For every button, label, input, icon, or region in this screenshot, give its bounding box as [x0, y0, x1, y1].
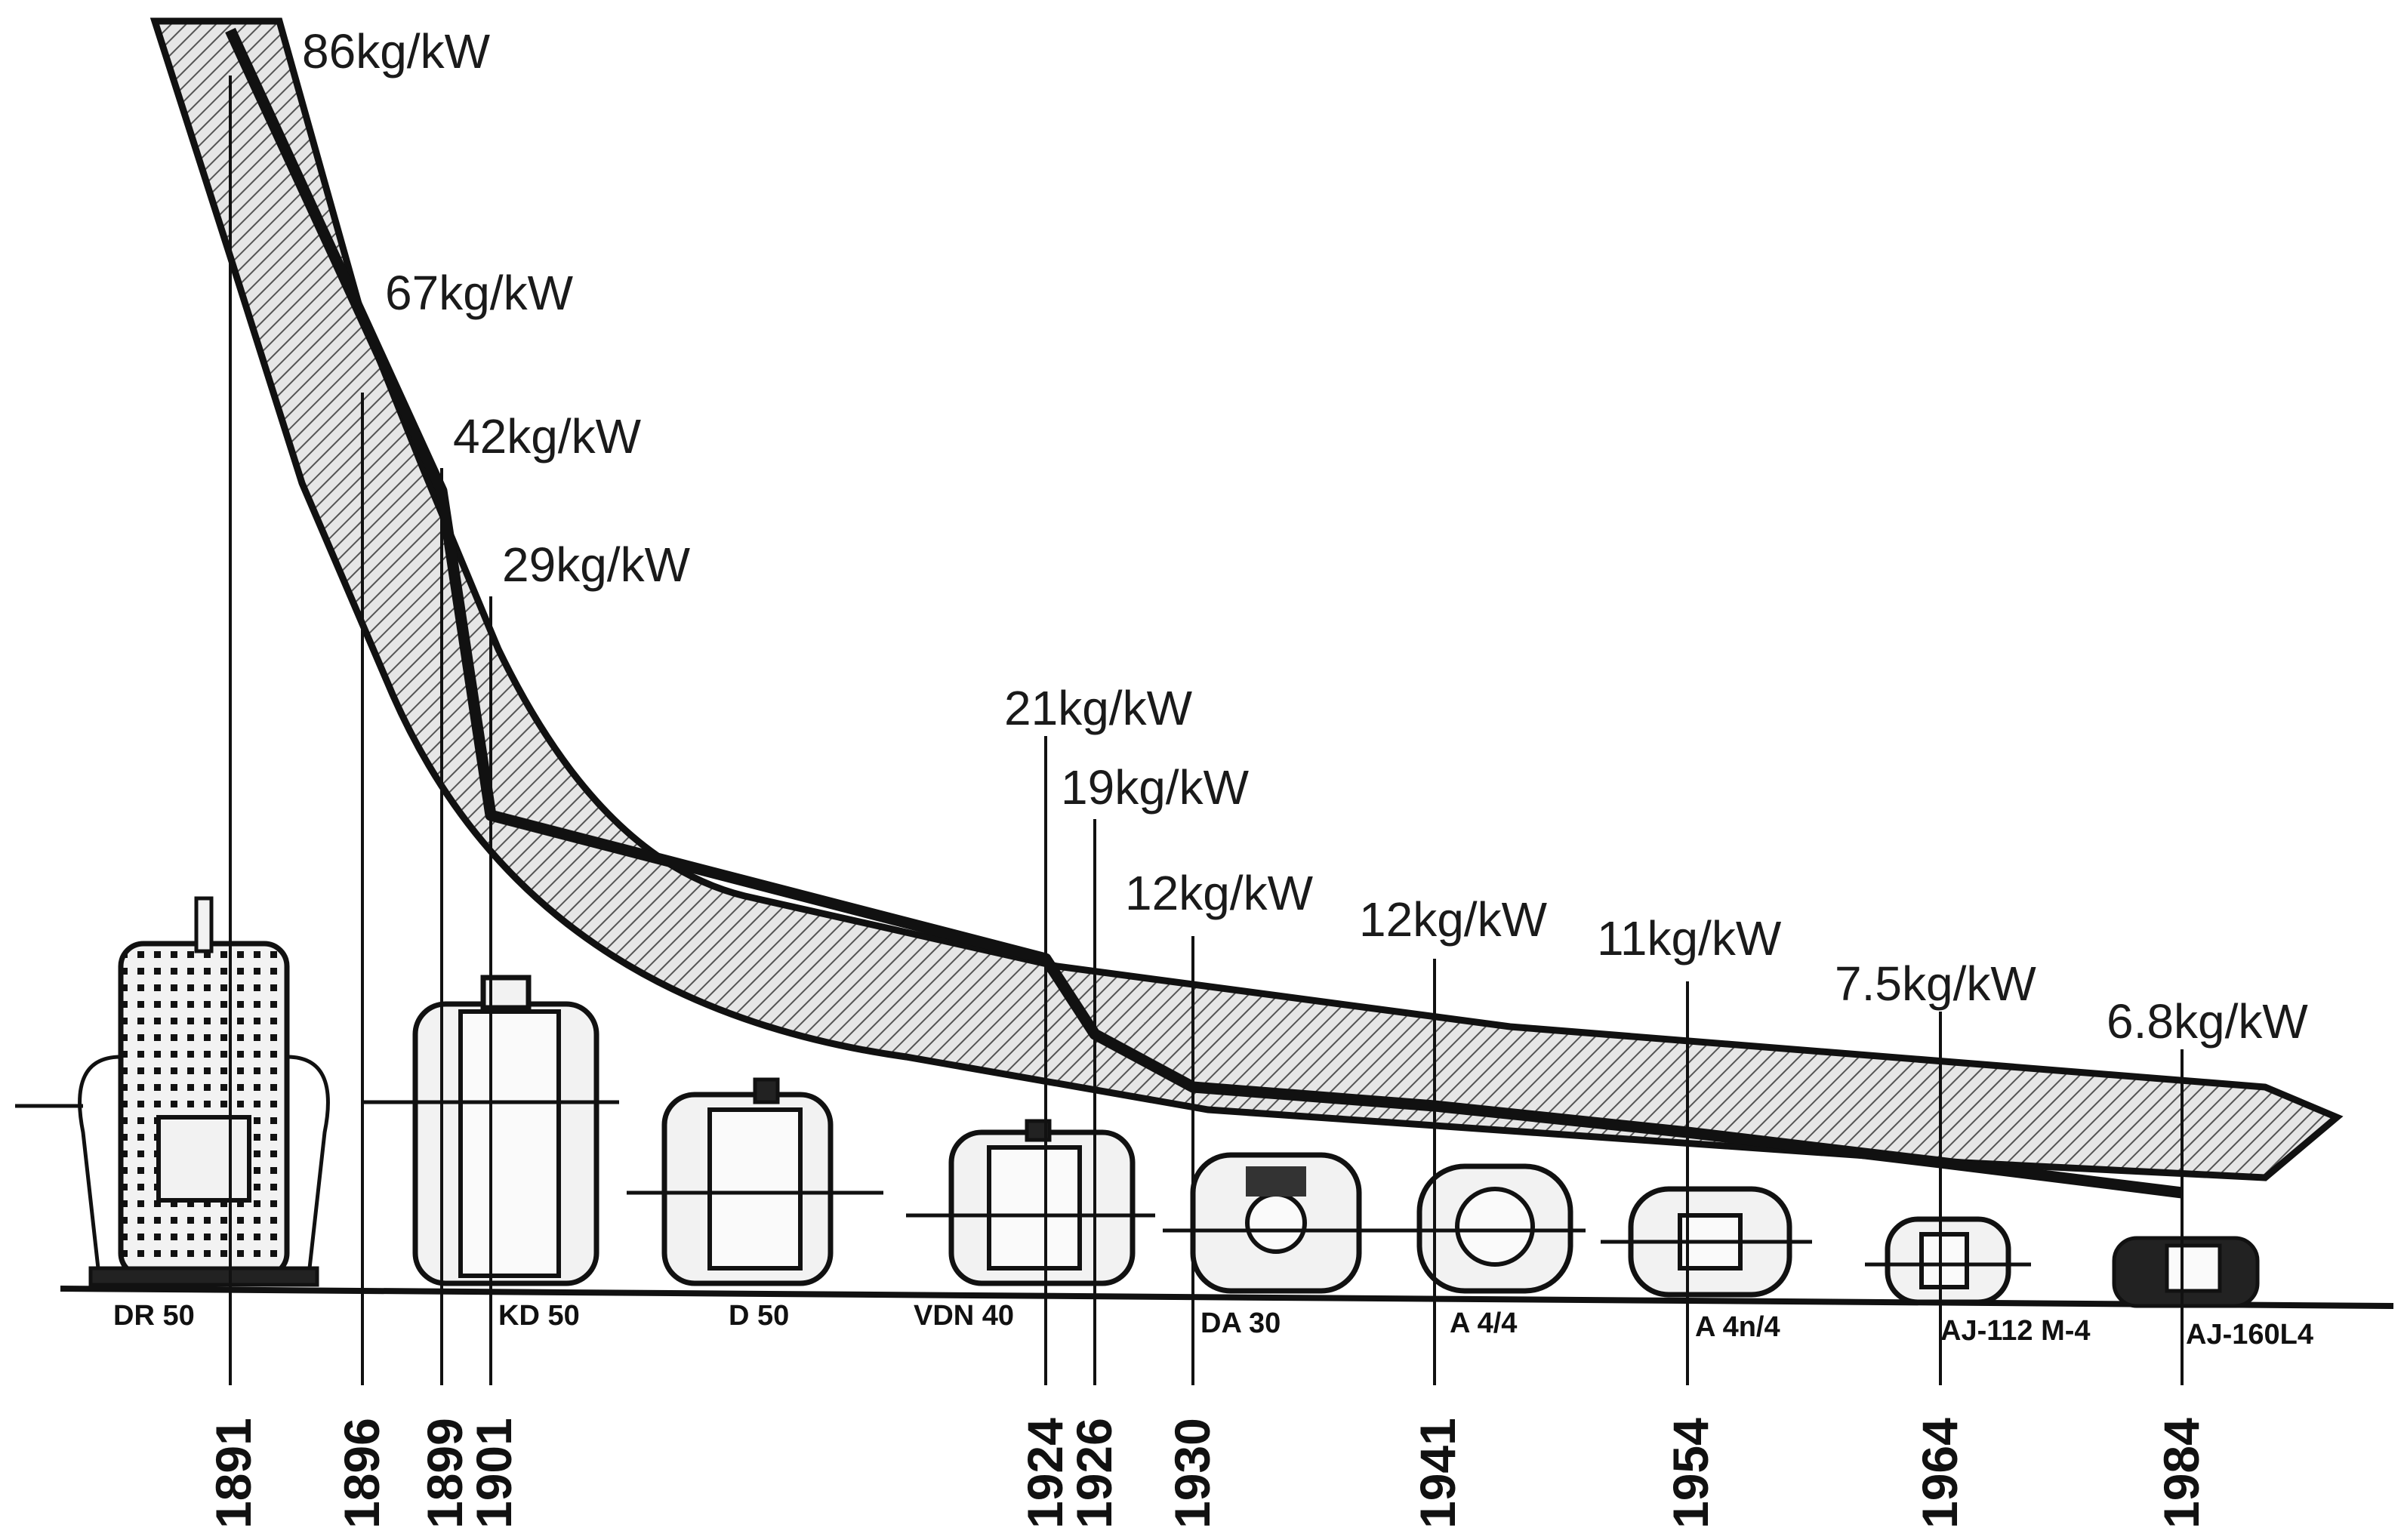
year-label-1926: 1926	[1066, 1418, 1122, 1529]
value-label-1899: 42kg/kW	[453, 409, 642, 464]
motor-vdn40-drawing	[906, 1119, 1155, 1286]
leader-lines	[229, 75, 2184, 1385]
value-label-1891: 86kg/kW	[302, 24, 491, 79]
motor-d50-drawing	[627, 1077, 883, 1286]
motor-label-a-4-4: A 4/4	[1450, 1307, 1517, 1339]
year-label-1984: 1984	[2153, 1418, 2209, 1529]
value-label-1924: 21kg/kW	[1004, 681, 1193, 735]
trend-band	[149, 17, 2344, 1181]
value-label-1930: 12kg/kW	[1125, 866, 1314, 920]
motor-labels: DR 50 KD 50 VDN 40 DA 30 A 4/4 A 4n/4 AJ-112 M…	[113, 1300, 2313, 1351]
motor-dr50-drawing	[15, 896, 330, 1287]
motors	[15, 896, 2260, 1308]
motor-label-aj-160l4: AJ-160L4	[2186, 1319, 2313, 1351]
motor-kd50-drawing	[362, 975, 619, 1286]
year-label-1941: 1941	[1410, 1418, 1466, 1529]
year-label-1930: 1930	[1164, 1418, 1220, 1529]
year-label-1901: 1901	[466, 1418, 522, 1529]
value-label-1964: 7.5kg/kW	[1835, 956, 2036, 1011]
motor-label-dr-50: DR 50	[113, 1300, 195, 1332]
value-label-1984: 6.8kg/kW	[2107, 994, 2308, 1049]
motor-aj160l4-drawing	[2112, 1236, 2260, 1308]
value-label-1901: 29kg/kW	[502, 537, 691, 592]
year-label-1954: 1954	[1663, 1418, 1718, 1529]
motor-label-da-30: DA 30	[1200, 1307, 1281, 1339]
value-label-1941: 12kg/kW	[1359, 892, 1548, 947]
year-label-1891: 1891	[205, 1418, 261, 1529]
motor-label-kd-50: KD 50	[498, 1300, 580, 1332]
value-label-1896: 67kg/kW	[385, 266, 574, 320]
motor-label-aj-112-m-4: AJ-112 M-4	[1940, 1315, 2091, 1347]
baseline	[60, 1286, 2394, 1309]
year-label-1964: 1964	[1912, 1418, 1968, 1529]
motor-a4n4-drawing	[1601, 1186, 1812, 1298]
motor-label-d-50: D 50	[729, 1300, 789, 1332]
motor-aj112m4-drawing	[1865, 1216, 2031, 1305]
value-label-1926: 19kg/kW	[1061, 760, 1250, 815]
value-labels: 86kg/kW 67kg/kW 42kg/kW 29kg/kW 21kg/kW 19kg/…	[302, 24, 2308, 1049]
motor-da30-drawing	[1163, 1152, 1382, 1294]
motor-label-a-4n-4: A 4n/4	[1695, 1311, 1780, 1343]
value-label-1954: 11kg/kW	[1597, 911, 1782, 966]
motor-a44-drawing	[1374, 1163, 1586, 1294]
year-label-1899: 1899	[417, 1418, 473, 1529]
motor-label-vdn-40: VDN 40	[914, 1300, 1014, 1332]
year-label-1896: 1896	[334, 1418, 390, 1529]
year-label-1924: 1924	[1017, 1418, 1073, 1529]
